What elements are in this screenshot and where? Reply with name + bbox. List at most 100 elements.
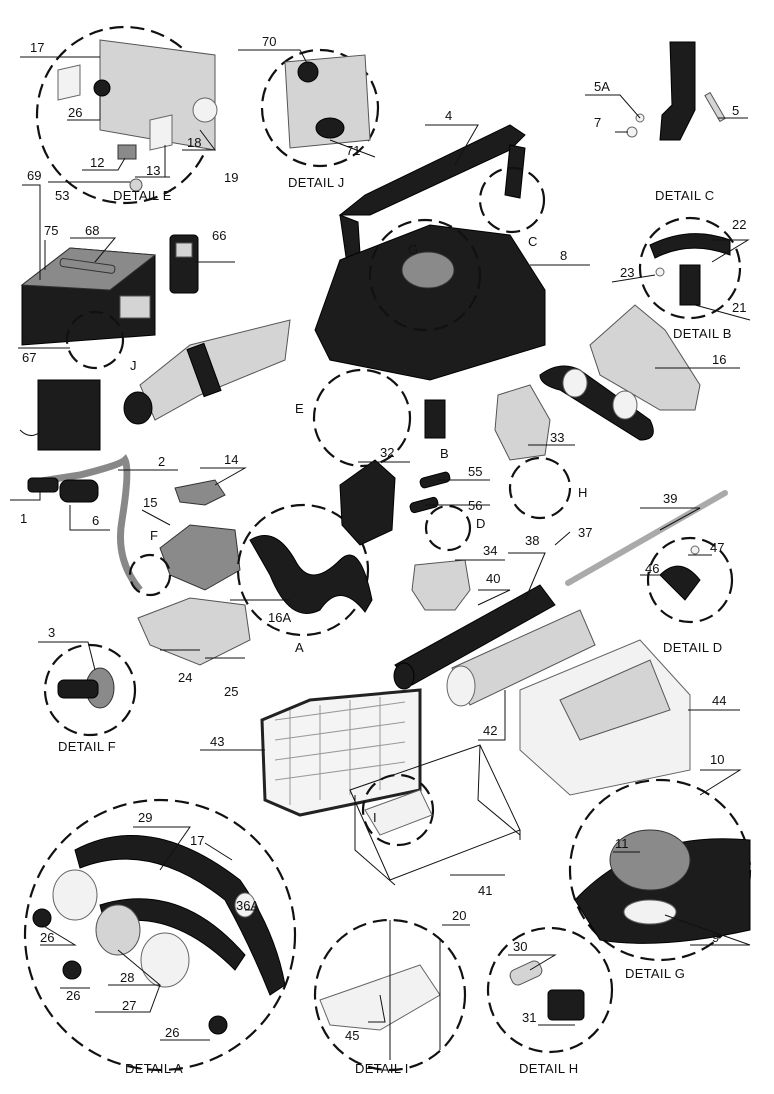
label-33: 33 [550, 430, 564, 445]
housing-31 [547, 989, 585, 1021]
detail-b: DETAIL B [638, 216, 742, 341]
label-20: 20 [452, 908, 466, 923]
callout-a: A [295, 640, 304, 655]
callout-letters: G C J E B H D F A I [130, 234, 587, 825]
detail-h-callout-circle [508, 456, 572, 520]
brush-roller [123, 319, 291, 425]
leader-23 [611, 274, 656, 283]
bushing-56 [409, 496, 439, 514]
label-15: 15 [143, 495, 157, 510]
caption-detail-e: DETAIL E [113, 188, 172, 203]
leader-29 [133, 826, 191, 871]
handle-bar [338, 124, 526, 216]
caption-detail-f: DETAIL F [58, 739, 116, 754]
handle-68 [59, 258, 116, 274]
leader-18 [182, 129, 216, 151]
label-17: 17 [30, 40, 44, 55]
label-53: 53 [55, 188, 69, 203]
wheel-a1 [52, 869, 98, 921]
leader-5a [585, 94, 641, 119]
frame-rods [389, 920, 441, 1060]
tray-inner [559, 659, 671, 741]
detail-h: DETAIL H [486, 926, 614, 1076]
leader-17a [204, 842, 233, 861]
label-69: 69 [27, 168, 41, 183]
leader-3 [38, 641, 96, 671]
motor-33 [494, 384, 551, 461]
detail-h-circle [486, 926, 614, 1054]
label-26-a1: 26 [40, 930, 54, 945]
label-30: 30 [513, 939, 527, 954]
detail-a-callout-circle [236, 503, 370, 637]
leader-26 [67, 95, 101, 121]
label-55: 55 [468, 464, 482, 479]
detail-b-circle [638, 216, 742, 320]
leader-lines [10, 49, 751, 1041]
leader-9 [664, 914, 751, 946]
label-43: 43 [210, 734, 224, 749]
callout-d: D [476, 516, 485, 531]
label-7: 7 [594, 115, 601, 130]
cap-26c [208, 1015, 228, 1035]
label-44: 44 [712, 693, 726, 708]
callout-e: E [295, 401, 304, 416]
detail-i-callout-circle [361, 773, 435, 847]
caption-detail-g: DETAIL G [625, 966, 685, 981]
detail-d-callout-circle [424, 504, 472, 552]
part-labels: 17 26 18 12 13 19 53 69 75 68 67 70 71 6… [20, 34, 746, 1043]
label-3: 3 [48, 625, 55, 640]
label-16a: 16A [268, 610, 291, 625]
caption-detail-i: DETAIL I [355, 1061, 409, 1076]
leader-39 [640, 507, 701, 531]
detail-f: DETAIL F [43, 643, 137, 754]
label-41: 41 [478, 883, 492, 898]
roller-tube-end [393, 662, 415, 690]
detail-e: DETAIL E [35, 25, 218, 205]
label-14: 14 [224, 452, 238, 467]
label-9: 9 [712, 930, 719, 945]
leader-6 [69, 505, 110, 531]
roller-body [139, 319, 291, 421]
detail-f-callout-circle [128, 553, 172, 597]
side-cover-25 [137, 597, 251, 666]
detail-i-circle [313, 918, 467, 1072]
callout-h: H [578, 485, 587, 500]
detail-f-circle [43, 643, 137, 737]
detail-d-circle [646, 536, 734, 624]
label-67: 67 [22, 350, 36, 365]
leader-4 [425, 124, 479, 166]
foam-roller-end [446, 665, 476, 707]
shaft-f [57, 679, 99, 699]
detail-c: DETAIL C [626, 41, 726, 203]
label-21: 21 [732, 300, 746, 315]
cap-26a [32, 908, 52, 928]
leader-1 [10, 490, 41, 501]
knob-26 [93, 79, 111, 97]
leader-71 [329, 139, 376, 158]
label-75: 75 [44, 223, 58, 238]
label-26-a2: 26 [66, 988, 80, 1003]
filter-dome-11 [609, 829, 691, 891]
label-17-detail-a: 17 [190, 833, 204, 848]
callout-f: F [150, 528, 158, 543]
motor-34 [411, 559, 471, 611]
label-66: 66 [212, 228, 226, 243]
track-29 [74, 834, 286, 996]
label-45: 45 [345, 1028, 359, 1043]
label-29: 29 [138, 810, 152, 825]
callout-b: B [440, 446, 449, 461]
leader-14 [200, 467, 247, 486]
label-16: 16 [712, 352, 726, 367]
leader-42 [478, 690, 506, 741]
label-34: 34 [483, 543, 497, 558]
basket-mesh [274, 697, 406, 805]
label-47: 47 [710, 540, 724, 555]
leader-30 [508, 954, 557, 971]
power-supply-side [37, 379, 101, 451]
filter-ring-9 [623, 899, 677, 925]
roller-cap [123, 391, 153, 425]
connector-30 [509, 960, 543, 986]
detail-c-callout-circle [478, 166, 546, 234]
bushing-55 [419, 471, 451, 489]
